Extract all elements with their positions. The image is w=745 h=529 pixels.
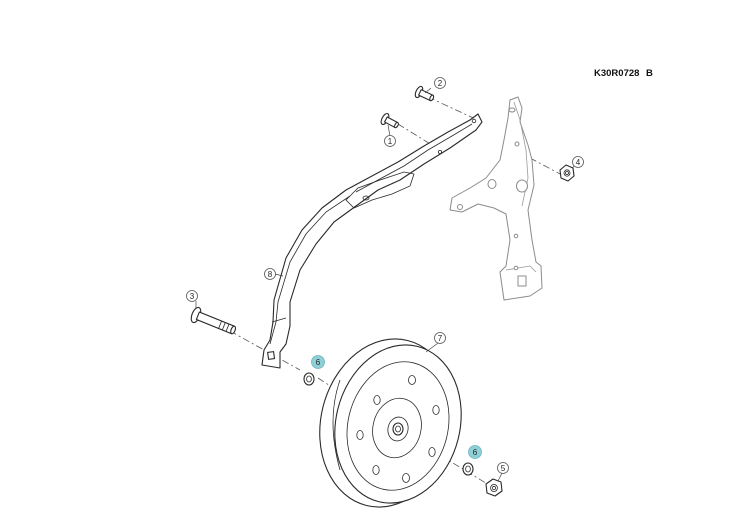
washer-icon: [462, 462, 474, 476]
wheel-icon: [319, 338, 462, 508]
callout-circle: [311, 355, 325, 369]
callout-circle: [434, 77, 446, 89]
callout-1: 1: [384, 135, 396, 147]
callout-label: 5: [501, 464, 506, 473]
bolt-icon: [414, 85, 435, 102]
callouts: 1 2 3 4 5 6 6 7 8: [186, 77, 584, 474]
callout-2: 2: [434, 77, 446, 89]
callout-7: 7: [434, 332, 446, 344]
callout-label: 4: [576, 158, 581, 167]
callout-6-highlighted: 6: [311, 355, 325, 369]
callout-4: 4: [572, 156, 584, 168]
callout-circle: [434, 332, 446, 344]
callout-circle: [572, 156, 584, 168]
callout-label: 2: [438, 79, 443, 88]
drawing-revision: B: [646, 68, 653, 79]
callout-5: 5: [497, 462, 509, 474]
nut-icon: [485, 478, 503, 497]
callout-circle: [497, 462, 509, 474]
callout-circle: [264, 268, 276, 280]
callout-label: 6: [316, 358, 321, 367]
washer-icon: [303, 372, 315, 386]
bolt-icon: [380, 112, 399, 129]
callout-label: 1: [388, 137, 393, 146]
drawing-code: K30R0728: [594, 68, 639, 79]
callout-label: 8: [268, 270, 273, 279]
callout-label: 3: [190, 292, 195, 301]
arm-icon: [261, 113, 483, 369]
callout-label: 7: [438, 334, 443, 343]
callout-circle: [384, 135, 396, 147]
callout-circle: [468, 445, 482, 459]
callout-3: 3: [186, 290, 198, 302]
bolt-icon: [190, 306, 237, 335]
callout-label: 6: [473, 448, 478, 457]
nut-icon: [559, 164, 575, 182]
callout-6-highlighted: 6: [468, 445, 482, 459]
callout-circle: [186, 290, 198, 302]
mounting-bracket: [449, 96, 543, 301]
callout-8: 8: [264, 268, 276, 280]
